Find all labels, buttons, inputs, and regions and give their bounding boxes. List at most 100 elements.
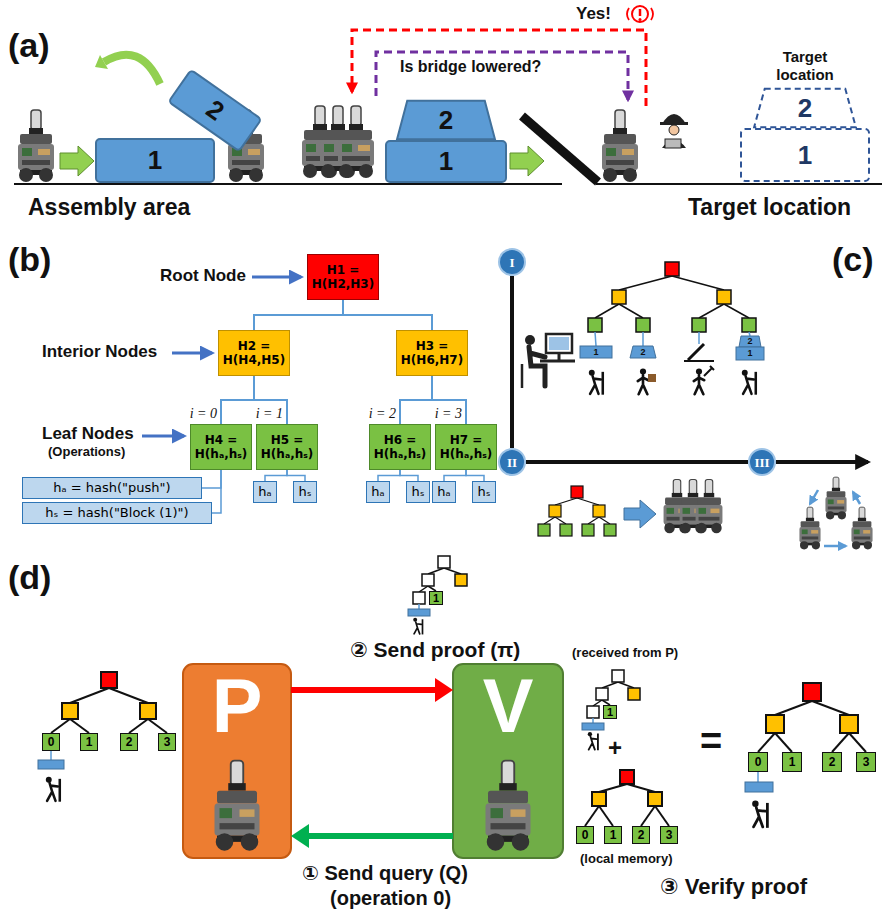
node-text: 0 <box>48 736 55 748</box>
leaf-node: H5 = H(hₐ,hₛ) <box>256 424 318 470</box>
interior-node: H2 = H(H4,H5) <box>218 330 290 376</box>
node-text: H1 = H(H2,H3) <box>311 263 375 292</box>
panel-label: (a) <box>8 26 50 65</box>
phase-marker: II <box>498 448 526 476</box>
connector-line <box>400 470 418 481</box>
leaf-square: 1 <box>782 752 802 772</box>
node-text: 1 <box>439 146 453 177</box>
callout-note: (Operations) <box>48 445 125 460</box>
node-text: H3 = H(H6,H7) <box>400 339 464 368</box>
connector-line <box>287 470 305 481</box>
connector-line <box>308 833 453 839</box>
area-label: Assembly area <box>28 194 190 220</box>
mini-block-digit: 2 <box>740 336 760 347</box>
leaf-square: 3 <box>856 752 876 772</box>
interior-node: H3 = H(H6,H7) <box>396 330 468 376</box>
panel-label: (c) <box>832 240 874 279</box>
node-text: 1 <box>148 145 162 176</box>
connector-line <box>202 470 221 488</box>
node-text: 1 <box>610 829 617 841</box>
connector-line <box>212 470 221 513</box>
connector <box>378 470 400 481</box>
connector-line <box>265 470 287 481</box>
connector <box>287 470 305 481</box>
node-text: 1 <box>607 707 613 718</box>
node-text: 2 <box>200 93 230 127</box>
mini-block-digit: 1 <box>736 347 764 360</box>
node-text: H7 = H(hₐ,hₛ) <box>439 433 493 462</box>
node-text: hₛ <box>477 485 490 499</box>
query-text: Is bridge lowered? <box>400 58 541 76</box>
node-text: hₛ <box>411 485 424 499</box>
panel-d-art <box>38 556 866 858</box>
index-label: i = 2 <box>364 406 396 422</box>
node-text: 1 <box>789 756 796 768</box>
panel-c-art <box>522 262 873 549</box>
connector-line <box>221 376 254 424</box>
hash-box: hₛ = hash("Block (1)") <box>22 502 212 524</box>
node-text: 2 <box>638 829 645 841</box>
node-text: II <box>507 456 517 469</box>
mini-block-digit: 2 <box>630 346 656 358</box>
node-text: 2 <box>439 105 453 136</box>
target-outline: 2 <box>752 88 858 128</box>
note-label: (local memory) <box>580 852 672 867</box>
node-text: H6 = H(hₐ,hₛ) <box>373 433 427 462</box>
mini-tree <box>538 486 616 536</box>
connector-line <box>466 470 484 481</box>
block: 2 <box>395 100 497 140</box>
hash-box: hₐ <box>366 481 390 503</box>
mini-tree <box>588 262 756 332</box>
index-label: i = 1 <box>251 406 283 422</box>
step-label: ③ Verify proof <box>660 874 807 899</box>
node-text: hₛ <box>298 485 311 499</box>
leaf-node: H4 = H(hₐ,hₛ) <box>190 424 252 470</box>
operator-symbol: + <box>608 734 622 762</box>
block: 1 <box>385 140 507 183</box>
connector <box>526 462 748 463</box>
connector <box>265 470 287 481</box>
leaf-square: 0 <box>748 752 768 772</box>
leaf-square: 3 <box>660 826 678 844</box>
leaf-node: H7 = H(hₐ,hₛ) <box>435 424 497 470</box>
connector <box>202 470 221 488</box>
connector <box>221 376 254 424</box>
connector <box>212 470 221 513</box>
hash-box: hₐ <box>432 481 456 503</box>
mini-block-digit: 1 <box>580 346 612 358</box>
edge-label: ① Send query (Q) <box>302 862 468 885</box>
leaf-node: H6 = H(hₐ,hₛ) <box>369 424 431 470</box>
connector-line <box>444 470 466 481</box>
node-text: 0 <box>582 829 589 841</box>
connector <box>400 376 432 424</box>
panel-b-art <box>142 277 301 436</box>
panel-a-art <box>14 6 882 184</box>
root-node: H1 = H(H2,H3) <box>307 254 379 300</box>
node-text: 3 <box>863 756 870 768</box>
node-text: 1 <box>798 140 812 171</box>
connector-line <box>254 300 343 330</box>
leaf-square: 0 <box>42 733 60 751</box>
prover-box: P <box>183 664 291 858</box>
hash-box: hₛ <box>472 481 496 503</box>
hash-box: hₐ <box>253 481 277 503</box>
block: 1 <box>95 138 215 183</box>
panel-label: (d) <box>8 558 51 597</box>
leaf-square: 2 <box>120 733 138 751</box>
node-text: 2 <box>798 93 812 124</box>
connector <box>400 470 418 481</box>
leaf-square: 3 <box>158 733 176 751</box>
leaf-square: 2 <box>822 752 842 772</box>
connector <box>512 276 513 448</box>
node-text: 2 <box>126 736 133 748</box>
panel-label: (b) <box>8 240 51 279</box>
node-text: hₐ = hash("push") <box>53 481 170 495</box>
callout-label: Root Node <box>160 266 246 286</box>
node-text: 1 <box>433 593 439 604</box>
node-text: 0 <box>755 756 762 768</box>
connector-line <box>400 376 432 424</box>
connector <box>291 824 453 848</box>
hash-box: hₛ <box>293 481 317 503</box>
leaf-square: 0 <box>576 826 594 844</box>
